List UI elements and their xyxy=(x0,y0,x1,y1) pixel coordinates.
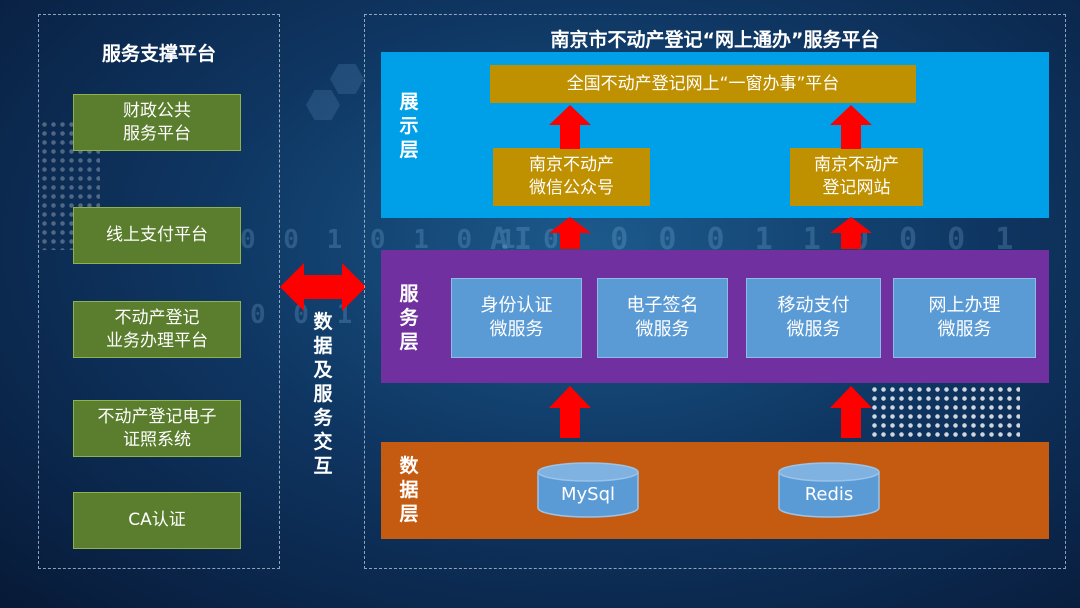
arrow-up-icon xyxy=(830,217,872,249)
hexagon-decoration xyxy=(306,90,340,120)
display-layer: 展 示 层 全国不动产登记网上“一窗办事”平台 南京不动产 微信公众号 南京不动… xyxy=(381,52,1049,218)
bidirectional-arrow-icon xyxy=(280,263,366,311)
arrow-up-icon xyxy=(549,386,591,438)
mysql-database: MySql xyxy=(536,462,640,518)
online-payment-platform: 线上支付平台 xyxy=(73,207,241,264)
registration-website-box: 南京不动产 登记网站 xyxy=(790,148,923,206)
arrow-up-icon xyxy=(830,386,872,438)
arrow-up-icon xyxy=(830,105,872,149)
online-handling-microservice: 网上办理 微服务 xyxy=(893,278,1036,358)
redis-database: Redis xyxy=(777,462,881,518)
wechat-official-account-box: 南京不动产 微信公众号 xyxy=(493,148,650,206)
hexagon-decoration xyxy=(330,64,364,94)
data-layer-label: 数 据 层 xyxy=(399,455,419,525)
e-signature-microservice: 电子签名 微服务 xyxy=(597,278,728,358)
finance-public-service-platform: 财政公共 服务平台 xyxy=(73,94,241,151)
electronic-certificate-system: 不动产登记电子 证照系统 xyxy=(73,400,241,457)
identity-auth-microservice: 身份认证 微服务 xyxy=(451,278,582,358)
database-cylinder-icon xyxy=(778,462,880,518)
service-layer: 服 务 层 身份认证 微服务 电子签名 微服务 移动支付 微服务 网上办理 微服… xyxy=(381,250,1049,383)
service-layer-label: 服 务 层 xyxy=(399,283,419,353)
mobile-payment-microservice: 移动支付 微服务 xyxy=(746,278,881,358)
display-layer-label: 展 示 层 xyxy=(399,91,419,161)
national-one-window-platform: 全国不动产登记网上“一窗办事”平台 xyxy=(490,65,916,103)
database-cylinder-icon xyxy=(537,462,639,518)
online-service-platform-title: 南京市不动产登记“网上通办”服务平台 xyxy=(550,29,880,51)
arrow-up-icon xyxy=(549,217,591,249)
support-platform-panel: 服务支撑平台 财政公共 服务平台 线上支付平台 不动产登记 业务办理平台 不动产… xyxy=(38,14,280,569)
mysql-label: MySql xyxy=(560,484,616,505)
support-platform-title: 服务支撑平台 xyxy=(101,43,216,65)
data-service-interaction-label: 数 据 及 服 务 交 互 xyxy=(313,311,333,477)
ca-authentication: CA认证 xyxy=(73,492,241,549)
online-service-platform-panel: 南京市不动产登记“网上通办”服务平台 xyxy=(364,14,1066,569)
data-layer: 数 据 层 MySql Redis xyxy=(381,442,1049,539)
redis-label: Redis xyxy=(804,484,854,505)
arrow-up-icon xyxy=(549,105,591,149)
real-estate-business-platform: 不动产登记 业务办理平台 xyxy=(73,301,241,358)
world-map-dots-decoration xyxy=(870,385,1020,440)
